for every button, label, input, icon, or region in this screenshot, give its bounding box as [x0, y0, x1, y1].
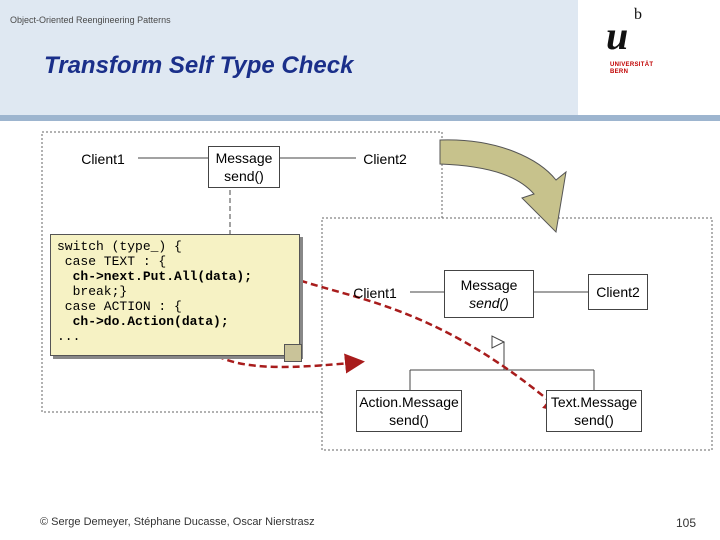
code-line: case TEXT : {: [57, 254, 167, 269]
code-line: case ACTION : {: [57, 299, 182, 314]
action-message-name: Action.Message: [359, 394, 459, 410]
text-message-op: send(): [574, 412, 614, 428]
before-client1: Client1: [81, 151, 125, 167]
university-logo-text: UNIVERSITÄT BERN: [610, 62, 653, 76]
action-message-op: send(): [389, 412, 429, 428]
logo-panel: [578, 0, 720, 115]
before-client2: Client2: [363, 151, 407, 167]
transform-arrow: [439, 139, 567, 234]
university-logo-superscript: b: [634, 6, 642, 23]
copyright-footer: © Serge Demeyer, Stéphane Ducasse, Oscar…: [40, 516, 315, 528]
text-message-name: Text.Message: [550, 394, 638, 410]
slide-title: Transform Self Type Check: [44, 52, 354, 79]
logo-line-1: UNIVERSITÄT: [610, 62, 654, 68]
switch-code-note: switch (type_) { case TEXT : { ch->next.…: [50, 234, 300, 356]
code-line: ch->next.Put.All(data);: [57, 269, 253, 284]
university-logo-letter: u: [606, 13, 629, 58]
after-message-class: Message send(): [444, 270, 534, 318]
page-number: 105: [676, 516, 697, 530]
before-message-op: send(): [224, 168, 264, 184]
after-message-name: Message: [460, 277, 518, 293]
code-line: ...: [57, 329, 81, 344]
action-message-class: Action.Message send(): [356, 390, 462, 432]
after-message-op: send(): [469, 295, 509, 311]
header-rule: [0, 115, 720, 121]
note-dog-ear: [284, 344, 302, 362]
code-line: ch->do.Action(data);: [57, 314, 229, 329]
before-message-class: Message send(): [208, 146, 280, 188]
before-message-name: Message: [215, 150, 273, 166]
code-line: break;}: [57, 284, 128, 299]
course-caption: Object-Oriented Reengineering Patterns: [10, 15, 171, 25]
text-message-class: Text.Message send(): [546, 390, 642, 432]
code-line: switch (type_) {: [57, 239, 182, 254]
after-client1: Client1: [353, 285, 397, 301]
after-client2: Client2: [588, 274, 648, 310]
slide-header: [0, 0, 720, 115]
logo-line-2: BERN: [610, 69, 629, 75]
